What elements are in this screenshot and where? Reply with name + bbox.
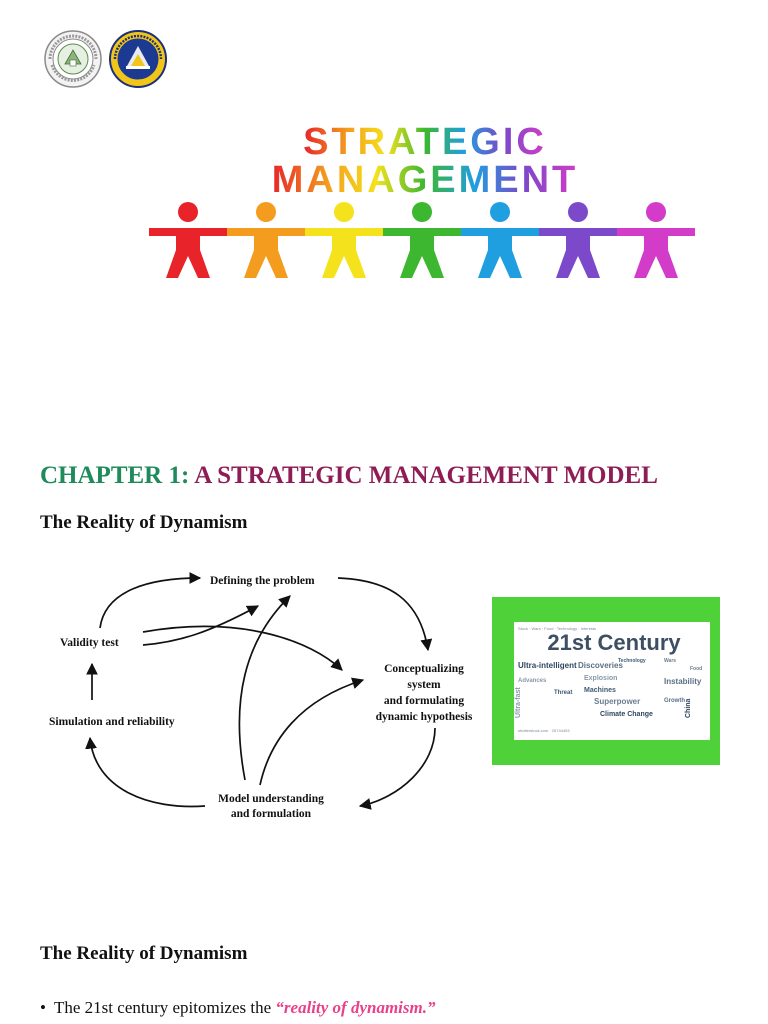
node-simulation: Simulation and reliability (49, 716, 175, 728)
paper-figure (305, 202, 383, 278)
cloud-word: Growth (664, 698, 685, 704)
paper-chain-figures (149, 202, 695, 278)
node-concept-2: system (407, 679, 441, 691)
node-model-1: Model understanding (218, 793, 324, 805)
paper-figure (149, 202, 227, 278)
chapter-number: CHAPTER 1: (40, 462, 190, 489)
dynamism-cycle-diagram: Defining the problem Validity test Conce… (49, 572, 473, 820)
paper-figure (227, 202, 305, 278)
node-concept-3: and formulating (384, 695, 464, 707)
banner-line1: STRATEGIC (303, 121, 547, 163)
cloud-word: Threat (554, 690, 572, 696)
cloud-word: Wars (664, 658, 676, 664)
chapter-title: A STRATEGIC MANAGEMENT MODEL (194, 462, 658, 489)
bullet-item: • The 21st century epitomizes the “realit… (40, 998, 436, 1018)
cloud-word: Discoveries (578, 661, 623, 670)
cloud-word: Superpower (594, 697, 640, 706)
cloud-word: Technology (618, 658, 646, 664)
cloud-word: Ultra-fast (515, 687, 522, 718)
college-emblem-logo (109, 30, 167, 88)
paper-figure (383, 202, 461, 278)
paper-figure (539, 202, 617, 278)
bullet-marker: • (40, 998, 46, 1017)
cloud-word: Explosion (584, 675, 617, 682)
chapter-heading: CHAPTER 1: A STRATEGIC MANAGEMENT MODEL (40, 462, 658, 490)
banner-line2: MANAGEMENT (272, 159, 579, 201)
svg-text:Stock · Wars · Food · Technolo: Stock · Wars · Food · Technology · Inter… (518, 626, 596, 631)
node-concept-4: dynamic hypothesis (376, 711, 473, 723)
21st-century-word-cloud: Stock · Wars · Food · Technology · Inter… (514, 622, 710, 740)
section-heading-2: The Reality of Dynamism (40, 943, 248, 964)
cloud-word: Food (690, 666, 702, 672)
section-heading-1: The Reality of Dynamism (40, 512, 248, 533)
cloud-word: China (685, 698, 692, 718)
svg-text:shutterstock.com · 25744453: shutterstock.com · 25744453 (518, 728, 570, 733)
word-cloud-title: 21st Century (547, 630, 681, 655)
cloud-word: Machines (584, 687, 616, 694)
node-concept-1: Conceptualizing (384, 663, 464, 675)
cloud-word: Ultra-intelligent (518, 661, 577, 670)
node-validity-test: Validity test (60, 637, 119, 649)
bullet-emphasis: “reality of dynamism.” (275, 998, 436, 1017)
strategic-management-banner: STRATEGIC MANAGEMENT (149, 121, 695, 278)
paper-figure (617, 202, 695, 278)
cloud-word: Advances (518, 678, 547, 684)
paper-figure (461, 202, 539, 278)
cloud-word: Instability (664, 677, 702, 686)
college-seal-logo (44, 30, 102, 88)
node-defining-problem: Defining the problem (210, 575, 315, 587)
node-model-2: and formulation (231, 808, 312, 820)
cloud-word: Climate Change (600, 711, 653, 718)
bullet-text: The 21st century epitomizes the (54, 998, 276, 1017)
